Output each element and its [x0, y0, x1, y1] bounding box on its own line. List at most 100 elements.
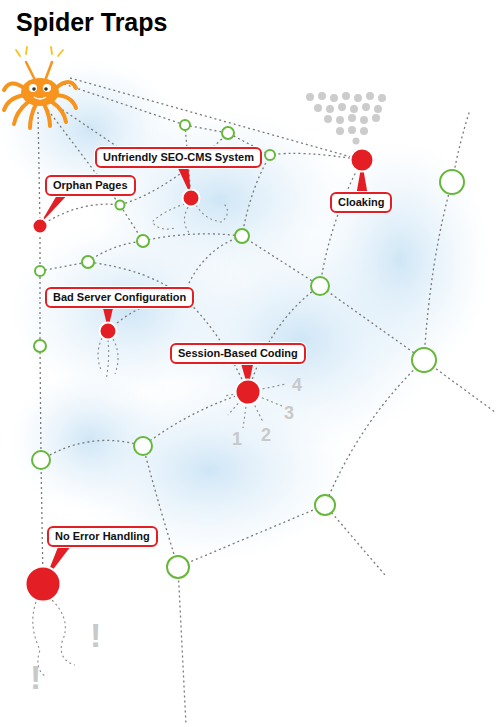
gray-dot	[324, 115, 332, 123]
gray-dot	[326, 105, 334, 113]
spider-leg	[14, 102, 28, 124]
spider-leg	[44, 104, 50, 126]
web-thread	[178, 360, 424, 725]
spark	[51, 47, 52, 54]
web-thread	[248, 286, 320, 392]
trap-dot	[236, 380, 261, 405]
callout-number: 4	[292, 376, 302, 394]
page-circle	[180, 120, 190, 130]
gray-dot	[362, 103, 370, 111]
gray-dot	[336, 127, 344, 135]
web-thread	[143, 446, 178, 567]
spider-pupil	[32, 87, 36, 91]
gray-dot	[318, 92, 326, 100]
tentacle	[184, 207, 190, 234]
tentacle	[196, 204, 228, 222]
gray-dot	[306, 93, 314, 101]
spark	[58, 50, 63, 56]
spider-eye	[29, 84, 37, 92]
gray-dot	[366, 92, 374, 100]
hidden-content-dots	[306, 92, 386, 145]
callout-text: Orphan Pages	[53, 179, 128, 192]
gray-dot	[348, 114, 356, 122]
spider-antenna	[46, 62, 52, 78]
tentacle	[113, 339, 118, 374]
gray-dot	[353, 138, 360, 145]
callout-box: Bad Server Configuration	[45, 287, 194, 308]
spider-illustration	[4, 47, 76, 128]
tentacle	[152, 204, 185, 229]
warning-mark: !	[30, 660, 41, 694]
spider-leg	[4, 83, 24, 90]
callout-box: Orphan Pages	[45, 175, 136, 196]
spider-sparks	[16, 47, 63, 56]
page-circle	[34, 340, 46, 352]
callout-box: Unfriendly SEO-CMS System	[95, 147, 262, 168]
gray-dot	[372, 114, 380, 122]
gray-dot	[360, 127, 368, 135]
trap-dot	[351, 149, 374, 172]
page-circle	[82, 256, 94, 268]
gray-dot	[354, 94, 362, 102]
gray-dot	[330, 94, 338, 102]
tentacle	[52, 600, 75, 665]
callout-number: 1	[232, 430, 242, 448]
trap-dot	[33, 219, 48, 234]
callout-box: No Error Handling	[47, 526, 158, 547]
gray-dot	[314, 104, 322, 112]
callout-box: Session-Based Coding	[170, 343, 306, 364]
callout-text: Cloaking	[338, 196, 384, 209]
page-circle	[134, 437, 152, 455]
trap-dot	[183, 190, 200, 207]
spider-pupil	[44, 87, 48, 91]
web-thread	[424, 110, 470, 360]
page-circle	[35, 266, 45, 276]
web-thread	[325, 505, 385, 575]
spider-leg	[56, 82, 76, 88]
web-threads	[38, 78, 495, 725]
spider-eye	[43, 84, 51, 92]
page-circle	[116, 201, 125, 210]
page-circle	[32, 451, 50, 469]
gray-dot	[360, 116, 368, 124]
callout-text: Session-Based Coding	[178, 347, 298, 360]
page-circle	[315, 495, 335, 515]
page-circle	[222, 127, 234, 139]
gray-dot	[378, 94, 386, 102]
gray-dot	[374, 105, 382, 113]
spider-mouth	[34, 97, 46, 99]
page-nodes	[32, 120, 464, 578]
cloud-background	[0, 60, 490, 560]
web-thread	[64, 84, 185, 125]
trap-dots	[26, 149, 374, 602]
trap-pointers	[40, 162, 368, 580]
cloud	[310, 140, 490, 380]
spark	[16, 50, 20, 56]
trap-dot	[26, 567, 61, 602]
page-circle	[137, 235, 149, 247]
page-circle	[235, 229, 249, 243]
warning-mark: !	[90, 618, 101, 652]
tentacle	[106, 340, 109, 380]
web-thread	[41, 392, 248, 460]
tentacle	[98, 338, 102, 372]
web-thread	[424, 360, 495, 412]
callout-text: No Error Handling	[55, 530, 150, 543]
page-circle	[311, 277, 329, 295]
page-circle	[265, 150, 275, 160]
trap-dot	[100, 323, 117, 340]
spider-body	[21, 78, 59, 106]
diagram-title: Spider Traps	[16, 8, 167, 37]
gray-dot	[336, 116, 344, 124]
spider-antenna	[26, 62, 34, 78]
spark	[26, 47, 27, 54]
gray-dot	[342, 92, 350, 100]
callout-text: Bad Server Configuration	[53, 291, 186, 304]
spider-leg	[30, 104, 36, 128]
trap-tentacles	[33, 204, 286, 676]
page-circle	[440, 170, 464, 194]
callout-text: Unfriendly SEO-CMS System	[103, 151, 254, 164]
callout-number: 3	[284, 404, 294, 422]
callout-box: Cloaking	[330, 192, 392, 213]
